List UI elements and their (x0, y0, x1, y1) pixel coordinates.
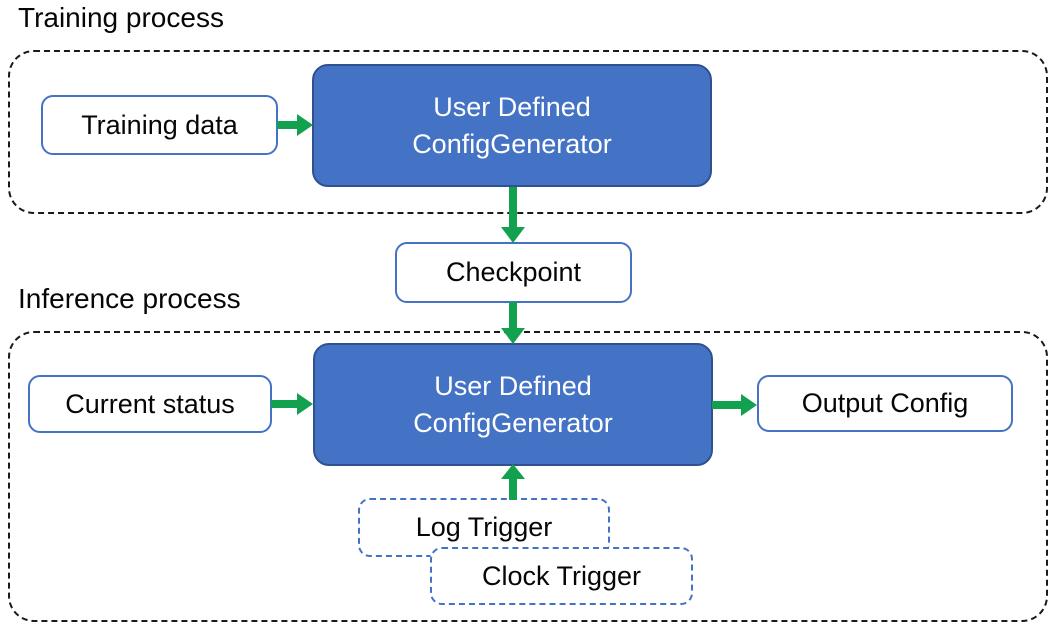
current-status-box: Current status (28, 375, 272, 433)
inference-section-label: Inference process (18, 283, 241, 314)
arrow-head (741, 394, 757, 416)
generator-line2: ConfigGenerator (413, 407, 613, 438)
arrow-shaft (509, 479, 517, 500)
arrow-head (501, 328, 525, 344)
training-section-label: Training process (18, 2, 224, 33)
arrow-shaft (509, 302, 517, 328)
arrow-head (501, 227, 525, 243)
training-config-generator-box: User Defined ConfigGenerator (312, 64, 712, 187)
arrow-up-triggers-to-generator-icon (501, 464, 525, 500)
arrow-head (297, 114, 313, 136)
training-data-box: Training data (41, 95, 278, 155)
checkpoint-box: Checkpoint (395, 242, 632, 303)
clock-trigger-box: Clock Trigger (430, 547, 693, 605)
arrow-shaft (509, 187, 517, 227)
inference-process-frame (8, 331, 1048, 622)
arrow-head (501, 464, 525, 479)
generator-line1: User Defined (434, 370, 592, 401)
training-process-frame (8, 50, 1048, 214)
arrow-down-generator-to-checkpoint-icon (501, 187, 525, 243)
arrow-right-current-status-to-generator-icon (271, 393, 313, 415)
arrow-shaft (712, 401, 741, 409)
output-config-box: Output Config (757, 375, 1013, 432)
generator-line1: User Defined (433, 91, 591, 122)
arrow-right-generator-to-output-config-icon (712, 394, 757, 416)
generator-line2: ConfigGenerator (412, 128, 612, 159)
arrow-shaft (277, 121, 297, 129)
inference-config-generator-box: User Defined ConfigGenerator (313, 343, 713, 466)
arrow-shaft (271, 400, 297, 408)
arrow-right-training-data-to-generator-icon (277, 114, 313, 136)
arrow-down-checkpoint-to-inference-generator-icon (501, 302, 525, 344)
arrow-head (297, 393, 313, 415)
